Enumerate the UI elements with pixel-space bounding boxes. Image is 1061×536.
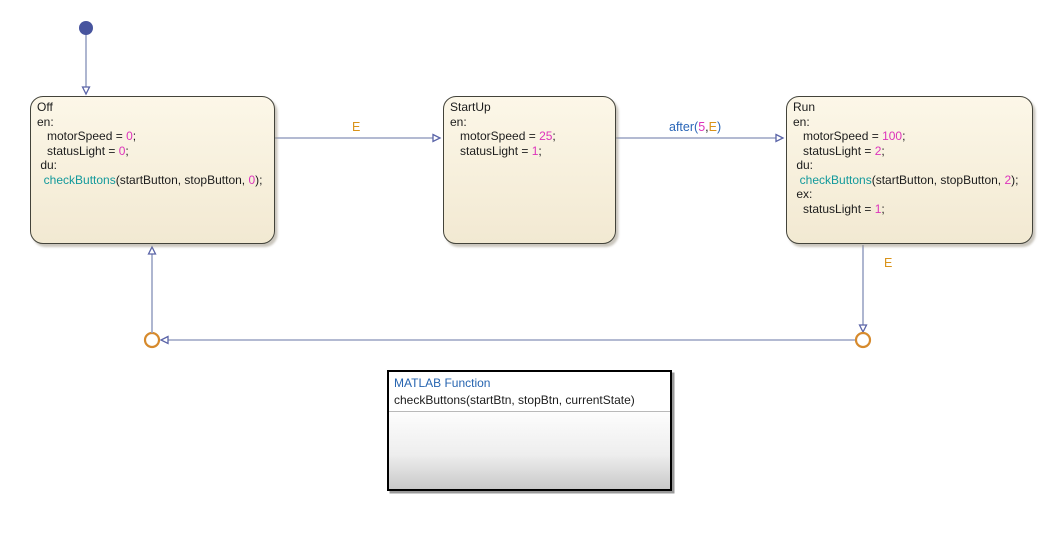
transition-junction-to-off[interactable] xyxy=(147,245,157,333)
arrowhead-left-icon xyxy=(159,335,169,345)
transition-label-off-to-startup[interactable]: E xyxy=(352,120,361,134)
junction-right[interactable] xyxy=(854,331,872,349)
arrowhead-down-icon xyxy=(858,324,868,334)
transition-startup-to-run[interactable] xyxy=(616,133,785,143)
matlab-function-block[interactable]: MATLAB Function checkButtons(startBtn, s… xyxy=(387,370,672,491)
transition-off-to-startup[interactable] xyxy=(275,133,442,143)
junction-left[interactable] xyxy=(143,331,161,349)
initial-dot-icon[interactable] xyxy=(79,21,93,35)
arrowhead-right-icon xyxy=(775,133,785,143)
arrowhead-down-icon xyxy=(81,86,91,96)
matlab-function-signature: checkButtons(startBtn, stopBtn, currentS… xyxy=(389,391,670,412)
transition-label-run-to-junction[interactable]: E xyxy=(884,256,893,270)
transition-label-startup-to-run[interactable]: after(5,E) xyxy=(669,120,722,134)
arrowhead-up-icon xyxy=(147,245,157,255)
transition-junction-to-junction[interactable] xyxy=(159,335,855,345)
matlab-function-body xyxy=(389,412,670,489)
transition-run-to-junction[interactable] xyxy=(858,245,868,334)
arrowhead-right-icon xyxy=(432,133,442,143)
matlab-function-title: MATLAB Function xyxy=(394,376,491,390)
initial-transition[interactable] xyxy=(79,21,93,96)
